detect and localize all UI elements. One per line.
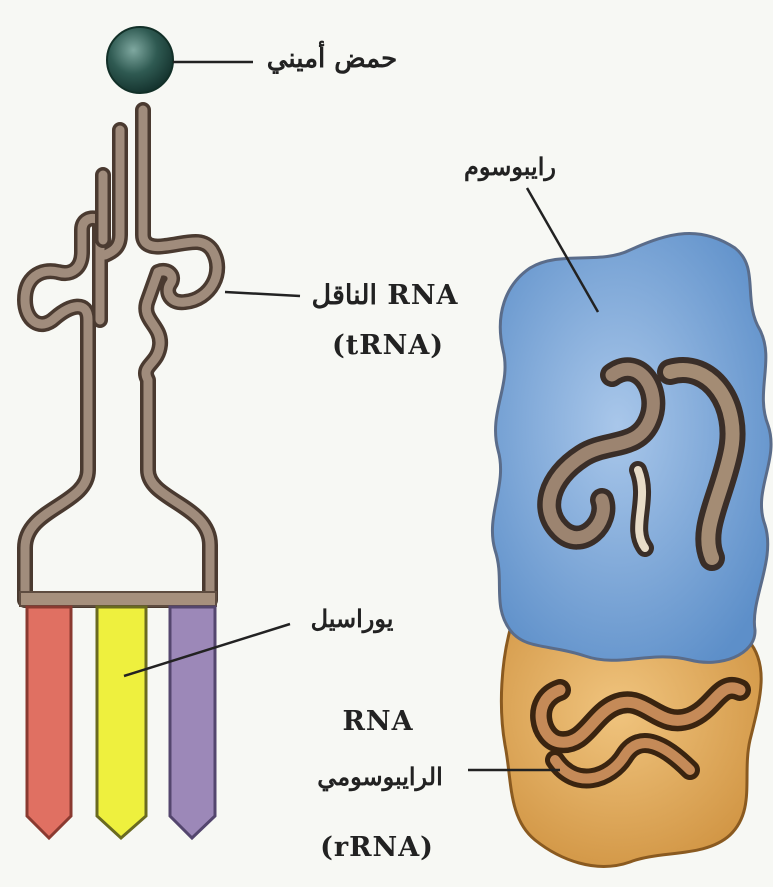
trna-base-bar xyxy=(20,592,216,606)
base-yellow xyxy=(97,607,146,838)
amino-acid-sphere xyxy=(107,27,173,93)
trna-molecule xyxy=(20,27,217,838)
label-trna-line2: (tRNA) xyxy=(318,330,458,361)
label-rrna-line3: (rRNA) xyxy=(312,832,442,863)
trna-strand xyxy=(25,110,217,600)
ribosome xyxy=(492,233,771,866)
label-uracil: يوراسيل xyxy=(292,604,412,633)
leader-trna xyxy=(225,292,300,296)
base-red xyxy=(27,607,71,838)
label-rrna-line2: الرايبوسومي xyxy=(300,762,460,791)
label-trna-line1: RNA الناقل xyxy=(300,280,470,311)
base-purple xyxy=(170,607,215,838)
label-rrna-line1: RNA xyxy=(328,706,428,737)
label-amino-acid: حمض أميني xyxy=(262,44,402,74)
label-ribosome: رايبوسوم xyxy=(440,152,580,181)
